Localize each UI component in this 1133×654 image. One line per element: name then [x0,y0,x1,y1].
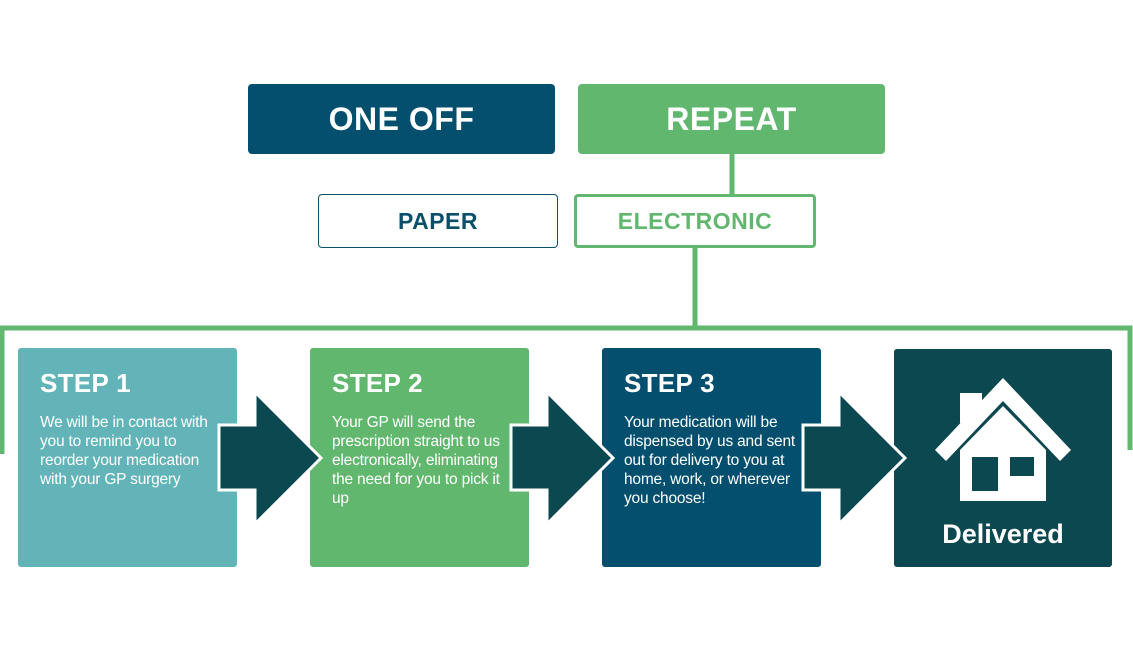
step-3-title: STEP 3 [624,368,715,398]
paper-option[interactable]: PAPER [318,194,558,248]
step-3-card: STEP 3 Your medication will be dispensed… [602,348,821,567]
arrow-step2-to-step3 [509,388,616,528]
one-off-option[interactable]: ONE OFF [248,84,555,154]
step-2-card: STEP 2 Your GP will send the prescriptio… [310,348,529,567]
step-3-text: Your medication will be dispensed by us … [624,414,795,507]
electronic-option[interactable]: ELECTRONIC [574,194,816,248]
step-1-text: We will be in contact with you to remind… [40,414,208,488]
delivered-label: Delivered [942,519,1064,549]
house-icon [935,378,1071,501]
arrow-step3-to-delivered [801,388,908,528]
step-1-title: STEP 1 [40,368,131,398]
step-2-text: Your GP will send the prescription strai… [332,414,500,507]
delivered-card: Delivered [894,349,1112,567]
arrow-step1-to-step2 [217,388,324,528]
repeat-option[interactable]: REPEAT [578,84,885,154]
step-1-card: STEP 1 We will be in contact with you to… [18,348,237,567]
step-2-title: STEP 2 [332,368,423,398]
